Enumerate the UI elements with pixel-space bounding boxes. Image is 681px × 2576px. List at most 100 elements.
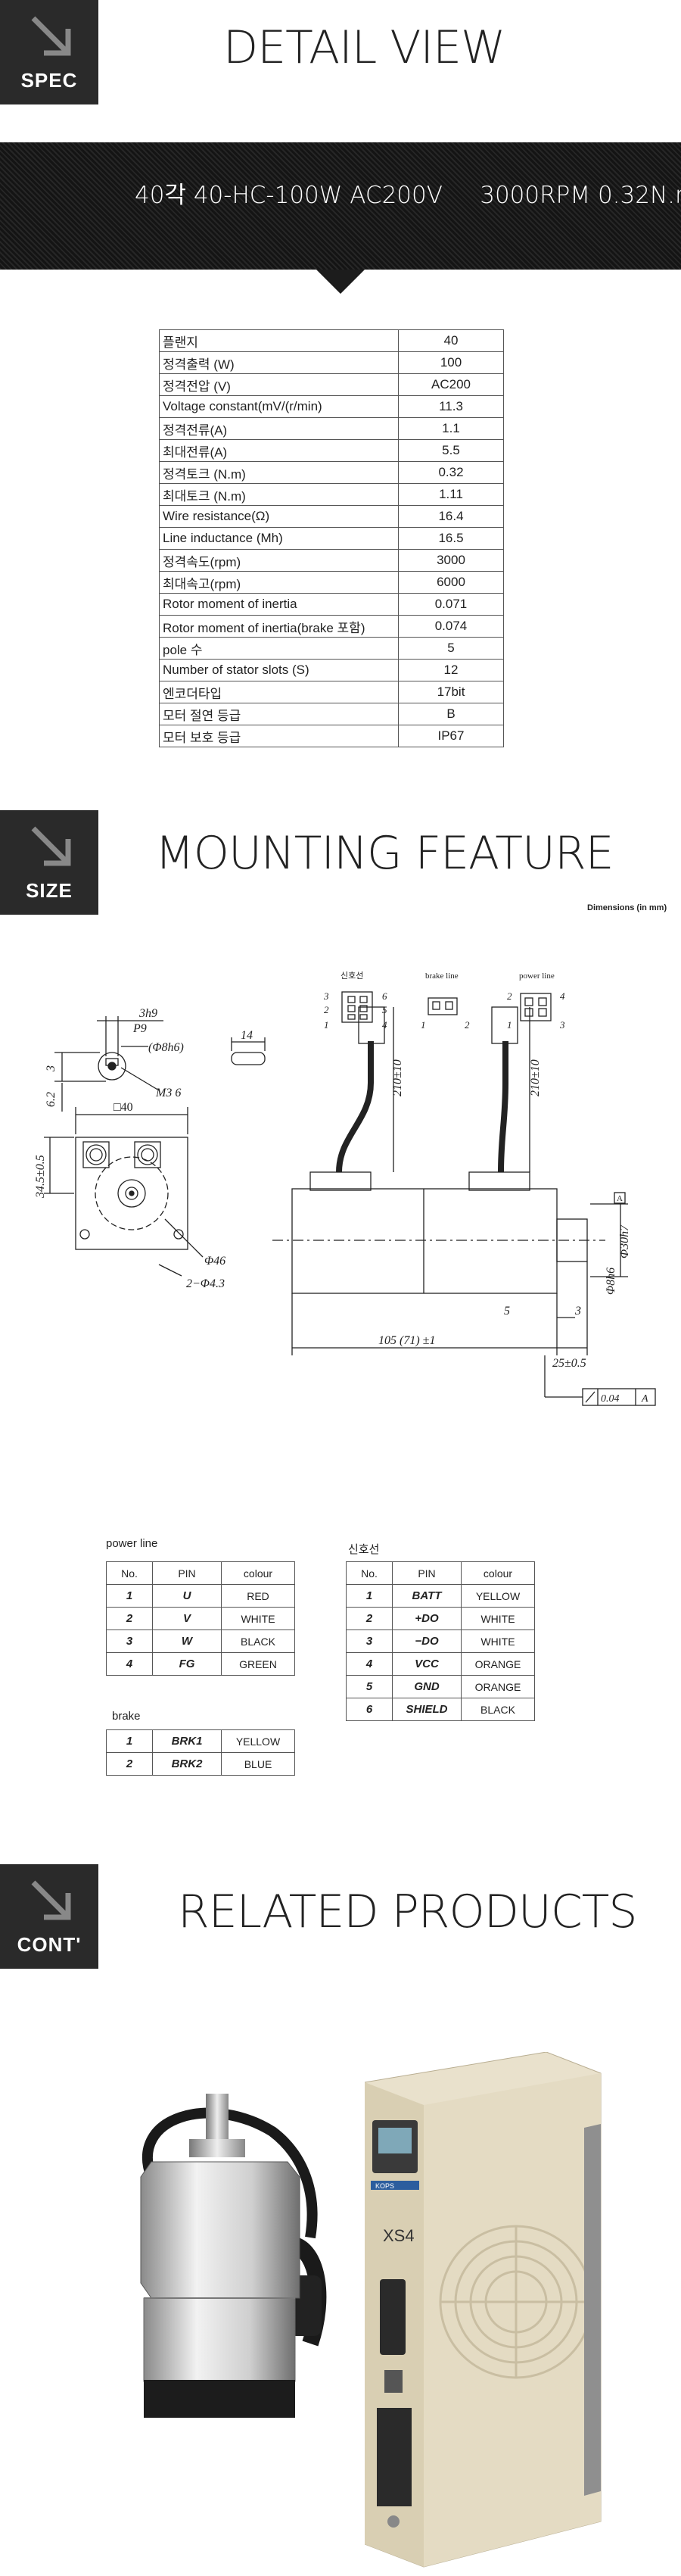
spec-value: 1.11 (398, 483, 504, 506)
signal-connector-label: 신호선 (340, 971, 363, 981)
spec-label: Voltage constant(mV/(r/min) (159, 395, 399, 418)
datum-marker: A (617, 1194, 623, 1203)
driver-model: XS4 (383, 2226, 415, 2245)
size-badge: SIZE (0, 810, 98, 915)
shaft-dia-detail-dim: (Φ8h6) (148, 1041, 184, 1054)
spec-label: Rotor moment of inertia(brake 포함) (159, 615, 399, 638)
spec-label: 모터 절연 등급 (159, 703, 399, 725)
spec-value: 100 (398, 351, 504, 374)
spec-value: 40 (398, 329, 504, 352)
shaft-dia-dim: Φ8h6 (605, 1268, 617, 1295)
wire-colour: WHITE (221, 1607, 295, 1630)
spec-label: Number of stator slots (S) (159, 659, 399, 681)
brake-label: brake (112, 1710, 141, 1723)
wire-colour: ORANGE (461, 1652, 535, 1676)
wire-colour: ORANGE (461, 1675, 535, 1698)
signal-line-label: 신호선 (348, 1543, 380, 1556)
wire-colour: WHITE (461, 1607, 535, 1630)
brake-pin-2: 2 (465, 1019, 470, 1031)
detail-view-title: DETAIL VIEW (223, 21, 505, 74)
pin-name: FG (152, 1652, 222, 1676)
spec-label: Rotor moment of inertia (159, 593, 399, 616)
column-header: colour (221, 1561, 295, 1585)
dim-3: 3 (574, 1305, 581, 1318)
brake-connector-face: 1 2 (421, 997, 470, 1031)
spec-row: Rotor moment of inertia(brake 포함)0.074 (159, 615, 504, 638)
pin-number: 5 (346, 1675, 393, 1698)
tolerance-value: 0.04 (601, 1393, 620, 1405)
wire-colour: BLACK (221, 1629, 295, 1653)
pin-number: 4 (346, 1652, 393, 1676)
spec-label: Line inductance (Mh) (159, 527, 399, 550)
motor-length-dim: 105 (71) ±1 (378, 1334, 435, 1347)
pin-name: V (152, 1607, 222, 1630)
spec-row: 정격전압 (V)AC200 (159, 373, 504, 396)
spec-label: Wire resistance(Ω) (159, 505, 399, 528)
column-header: PIN (152, 1561, 222, 1585)
spec-value: IP67 (398, 725, 504, 747)
mounting-drawing: 신호선 brake line power line 3 6 2 5 1 4 1 … (34, 971, 656, 1406)
pin-number: 3 (106, 1629, 153, 1653)
flange-dim: □40 (114, 1101, 133, 1114)
product-banner (0, 142, 681, 270)
pin-number: 2 (106, 1607, 153, 1630)
pin-number: 6 (346, 1698, 393, 1721)
spec-label: 최대속고(rpm) (159, 571, 399, 594)
spec-badge: SPEC (0, 0, 98, 104)
spec-row: Number of stator slots (S)12 (159, 659, 504, 681)
pin-number: 1 (106, 1729, 153, 1753)
signal-pin-3: 3 (323, 990, 329, 1002)
thread-dim: M3 6 (155, 1087, 181, 1099)
servo-driver-image: KOPS XS4 (365, 2052, 602, 2568)
spec-value: 16.5 (398, 527, 504, 550)
brake-pin-1: 1 (421, 1019, 426, 1031)
column-header: No. (346, 1561, 393, 1585)
brake-connector-label: brake line (425, 971, 459, 981)
signal-pin-6: 6 (382, 990, 387, 1002)
spec-label: 정격전류(A) (159, 417, 399, 440)
power-connector-label: power line (519, 971, 555, 981)
pin-number: 2 (346, 1607, 393, 1630)
cont-badge: CONT' (0, 1864, 98, 1969)
mounting-holes-dim: 2−Φ4.3 (186, 1277, 225, 1290)
column-header: colour (461, 1561, 535, 1585)
spec-label: 엔코더타입 (159, 681, 399, 703)
driver-brand: KOPS (375, 2182, 394, 2190)
spec-value: 17bit (398, 681, 504, 703)
spec-value: 5 (398, 637, 504, 660)
key-length-dim: 14 (241, 1029, 253, 1042)
spec-row: Voltage constant(mV/(r/min)11.3 (159, 395, 504, 418)
spec-value: 1.1 (398, 417, 504, 440)
pin-name: BRK1 (152, 1729, 222, 1753)
pin-number: 4 (106, 1652, 153, 1676)
wire-colour: BLACK (461, 1698, 535, 1721)
spec-row: Wire resistance(Ω)16.4 (159, 505, 504, 528)
pin-number: 3 (346, 1629, 393, 1653)
power-pin-4: 4 (560, 990, 565, 1002)
spec-value: 3000 (398, 549, 504, 572)
arrow-down-right-icon (31, 1880, 71, 1920)
cable-length-dim-1: 210±10 (391, 1059, 404, 1096)
banner-text: 40각 40-HC-100W AC200V 3000RPM 0.32N.m (135, 182, 681, 209)
depth-3-dim: 3 (45, 1065, 58, 1072)
cont-badge-label: CONT' (17, 1933, 82, 1956)
column-header: No. (106, 1561, 153, 1585)
signal-pin-2: 2 (324, 1004, 329, 1015)
spec-label: 플랜지 (159, 329, 399, 352)
spec-label: pole 수 (159, 637, 399, 660)
spec-row: 정격토크 (N.m)0.32 (159, 461, 504, 484)
spec-row: 정격속도(rpm)3000 (159, 549, 504, 572)
motor-front-view: □40 34.5±0.5 Φ46 2−Φ4.3 (34, 1101, 225, 1290)
wire-colour: YELLOW (461, 1584, 535, 1608)
pin-number: 1 (346, 1584, 393, 1608)
